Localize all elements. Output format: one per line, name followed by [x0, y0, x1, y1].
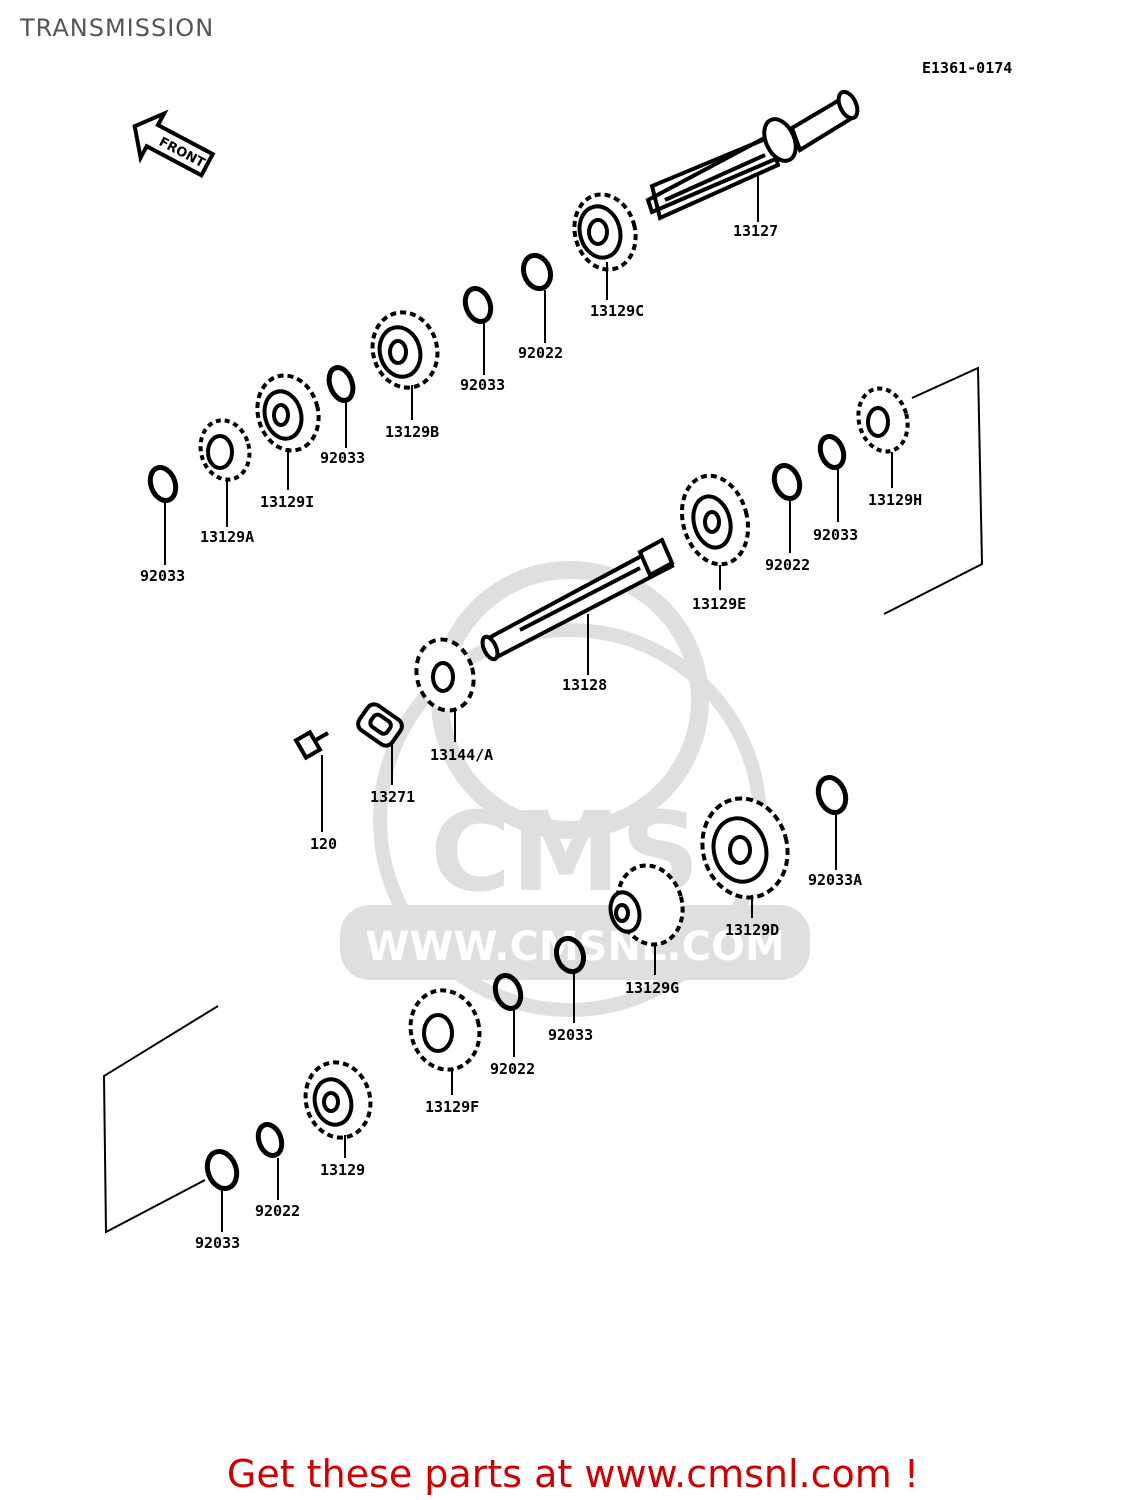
washer-92022-d-icon	[255, 1122, 285, 1158]
exploded-parts-diagram: CMS WWW.CMSNL.COM E1361-0174 FRONT 13127…	[102, 59, 1012, 1252]
shaft-13128	[480, 537, 675, 662]
label-13129d: 13129D	[725, 921, 779, 939]
page-title: TRANSMISSION	[20, 14, 215, 42]
circlip-92033-b-icon	[326, 365, 356, 403]
label-120: 120	[310, 835, 337, 853]
group-bracket-left	[102, 1005, 219, 1234]
label-92022-a: 92022	[518, 344, 563, 362]
gear-13129h-icon	[856, 386, 910, 454]
label-13127: 13127	[733, 222, 778, 240]
label-92033-d: 92033	[813, 526, 858, 544]
sprocket-13144a-icon	[414, 637, 476, 713]
label-13129: 13129	[320, 1161, 365, 1179]
circlip-92033-a-icon	[462, 286, 494, 324]
label-92033-a: 92033	[460, 376, 505, 394]
footer-cta-link[interactable]: Get these parts at www.cmsnl.com !	[226, 1452, 920, 1496]
lock-washer-13271-icon	[356, 702, 404, 748]
shaft-13127	[645, 89, 860, 221]
washer-92022-b-icon	[771, 463, 803, 501]
label-13128: 13128	[562, 676, 607, 694]
label-13144a: 13144/A	[430, 746, 493, 764]
label-92033-e: 92033	[548, 1026, 593, 1044]
group-bracket-right	[883, 366, 984, 615]
gear-13129e-icon	[679, 473, 751, 567]
label-92022-c: 92022	[490, 1060, 535, 1078]
label-13129a: 13129A	[200, 528, 254, 546]
gear-13129c-icon	[572, 192, 638, 272]
washer-92022-a-icon	[520, 252, 554, 292]
circlip-92033-e-icon	[553, 935, 587, 975]
gear-13129f-icon	[408, 988, 482, 1072]
label-13129c: 13129C	[590, 302, 644, 320]
label-92022-d: 92022	[255, 1202, 300, 1220]
label-13129h: 13129H	[868, 491, 922, 509]
label-13129f: 13129F	[425, 1098, 479, 1116]
label-13129e: 13129E	[692, 595, 746, 613]
watermark-url: WWW.CMSNL.COM	[365, 924, 785, 970]
washer-92022-c-icon	[492, 973, 524, 1011]
label-13129b: 13129B	[385, 423, 439, 441]
label-92022-b: 92022	[765, 556, 810, 574]
label-92033-f: 92033	[195, 1234, 240, 1252]
circlip-92033-d-icon	[817, 434, 847, 470]
figure-code: E1361-0174	[922, 59, 1012, 77]
label-92033-c: 92033	[140, 567, 185, 585]
circlip-92033-c-icon	[147, 465, 179, 503]
bolt-120-icon	[293, 729, 329, 761]
circlip-92033-f-icon	[204, 1149, 240, 1191]
gear-13129a-icon	[198, 418, 252, 482]
label-92033-b: 92033	[320, 449, 365, 467]
circlip-92033a-icon	[815, 775, 849, 815]
gear-13129b-icon	[370, 310, 440, 390]
gear-13129i-icon	[255, 373, 321, 453]
label-13129g: 13129G	[625, 979, 679, 997]
gear-13129d-icon	[700, 796, 790, 900]
label-92033a: 92033A	[808, 871, 862, 889]
gear-13129g-icon	[608, 863, 685, 947]
label-13129i: 13129I	[260, 493, 314, 511]
gear-13129-icon	[303, 1060, 373, 1140]
front-arrow-icon: FRONT	[132, 109, 216, 179]
label-13271: 13271	[370, 788, 415, 806]
